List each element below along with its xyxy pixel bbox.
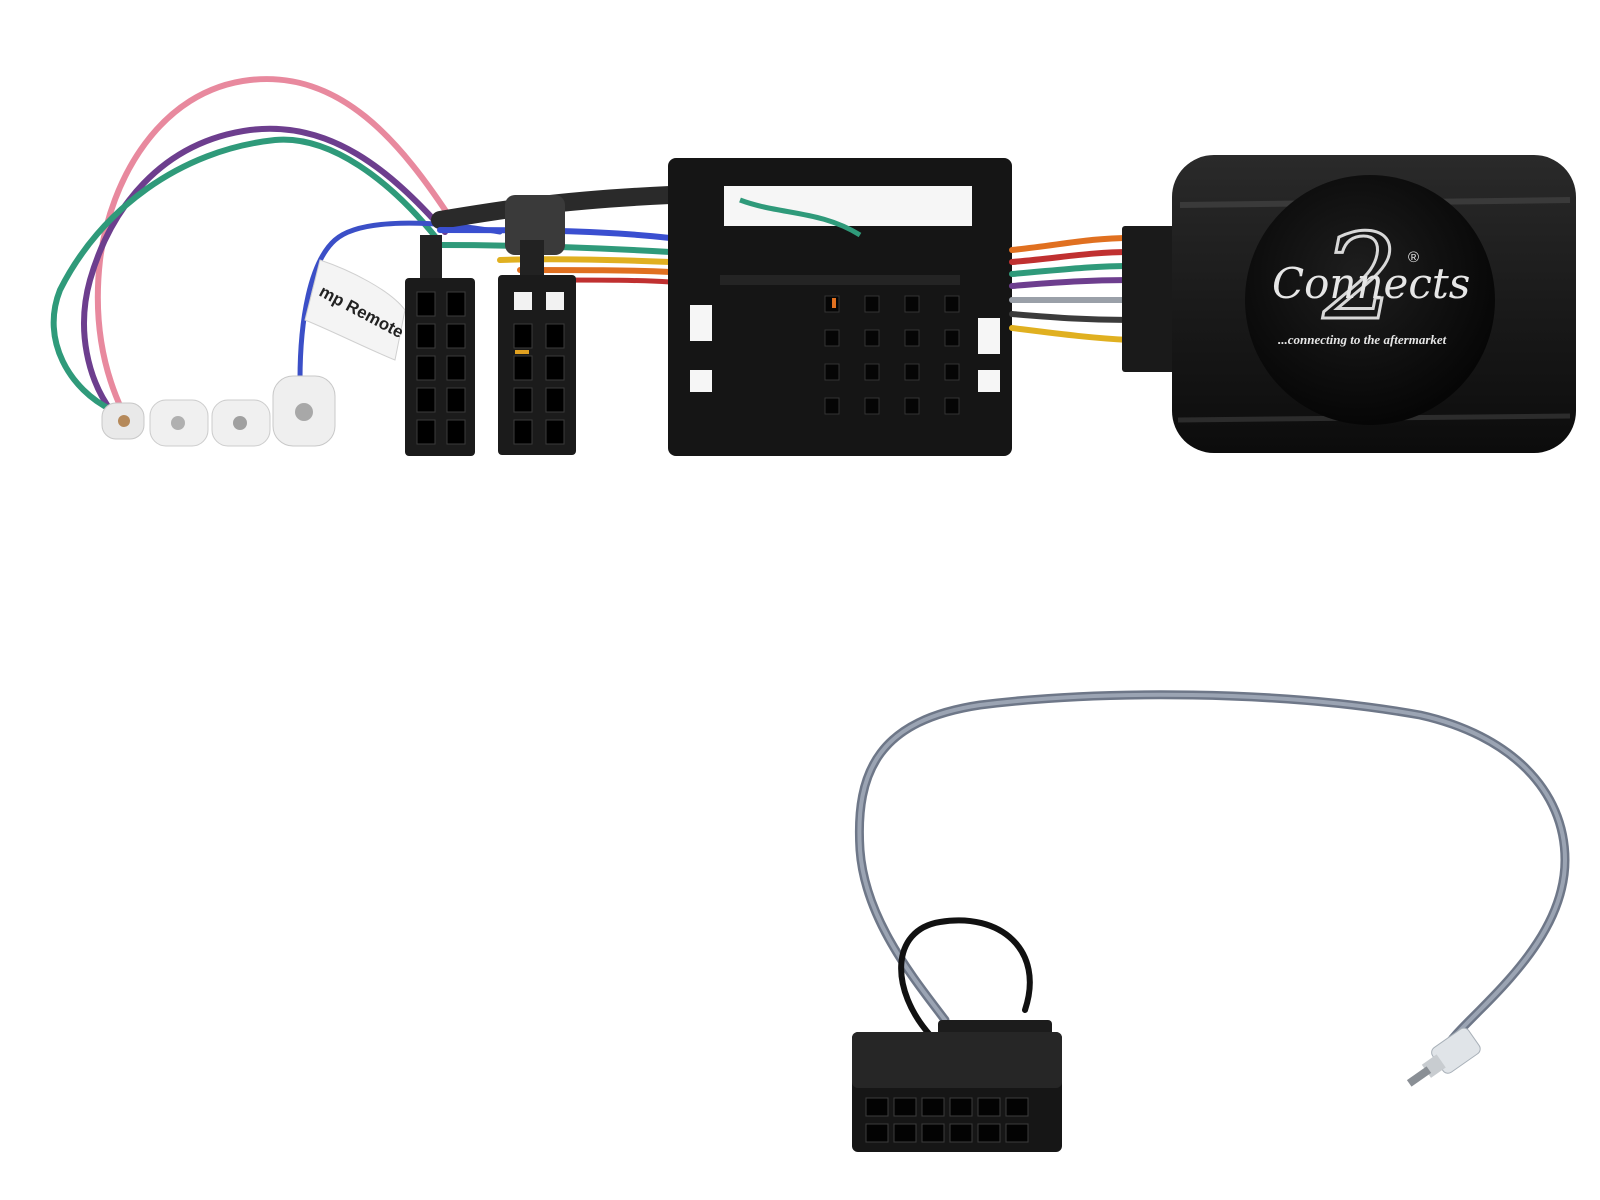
black-loop-wire	[898, 917, 1033, 1038]
registered-mark: ®	[1408, 249, 1419, 266]
coax-plug	[1406, 1027, 1481, 1087]
brand-name: Connects	[1272, 259, 1470, 308]
wire-label: mp Remote	[304, 259, 407, 361]
terminal-2	[149, 399, 209, 447]
box-plug	[1122, 226, 1180, 372]
terminal-1	[101, 402, 145, 440]
terminal-4	[272, 375, 336, 447]
brand-numeral: 2	[1322, 208, 1398, 346]
brand-disc	[1245, 175, 1495, 425]
purple-wire	[81, 125, 448, 415]
terminal-connectors	[101, 375, 336, 447]
terminal-3	[211, 399, 271, 447]
iso-connector-left	[405, 235, 475, 456]
grey-lead	[854, 690, 1570, 1055]
green-wire	[50, 136, 441, 413]
twelve-pin-connector	[852, 1020, 1062, 1152]
interface-box: 2 Connects ® ...connecting to the afterm…	[1172, 155, 1576, 453]
quadlock-connector	[668, 158, 1012, 456]
pink-wire	[94, 76, 458, 413]
iso-connector-right	[498, 240, 576, 455]
brand-tagline: ...connecting to the aftermarket	[1278, 332, 1447, 347]
wire-bundle-right	[1009, 235, 1133, 343]
